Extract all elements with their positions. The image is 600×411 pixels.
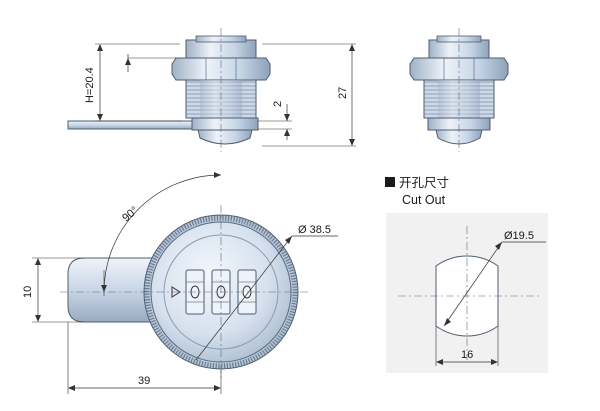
hex-nut [171, 57, 271, 81]
cam-plate [67, 120, 195, 130]
cutout-title-en: Cut Out [402, 193, 446, 207]
front-view: 90° Ø 38.5 10 39 [22, 172, 338, 394]
cutout-title-cn: 开孔尺寸 [399, 176, 449, 190]
cutout-flat-label: 16 [461, 349, 473, 361]
height-cam-label: 10 [22, 286, 34, 298]
side-view-rotated [409, 28, 509, 152]
flange [191, 117, 259, 131]
dia-body-label: Ø 38.5 [298, 224, 331, 236]
cutout-dia-label: Ø19.5 [504, 230, 534, 242]
hex-nut-2 [409, 57, 509, 81]
angle-label: 90° [120, 204, 140, 224]
dim-total-label: 27 [337, 87, 349, 99]
side-view: H=20.4 2 27 [67, 28, 356, 152]
bottom-knob [197, 129, 253, 145]
cutout-bullet-icon [385, 177, 395, 187]
width-cam-label: 39 [138, 375, 150, 387]
dim-height-label: H=20.4 [84, 67, 96, 103]
cutout-section: 开孔尺寸 Cut Out Ø19.5 16 [385, 176, 548, 373]
dim-small-label: 2 [272, 101, 284, 107]
